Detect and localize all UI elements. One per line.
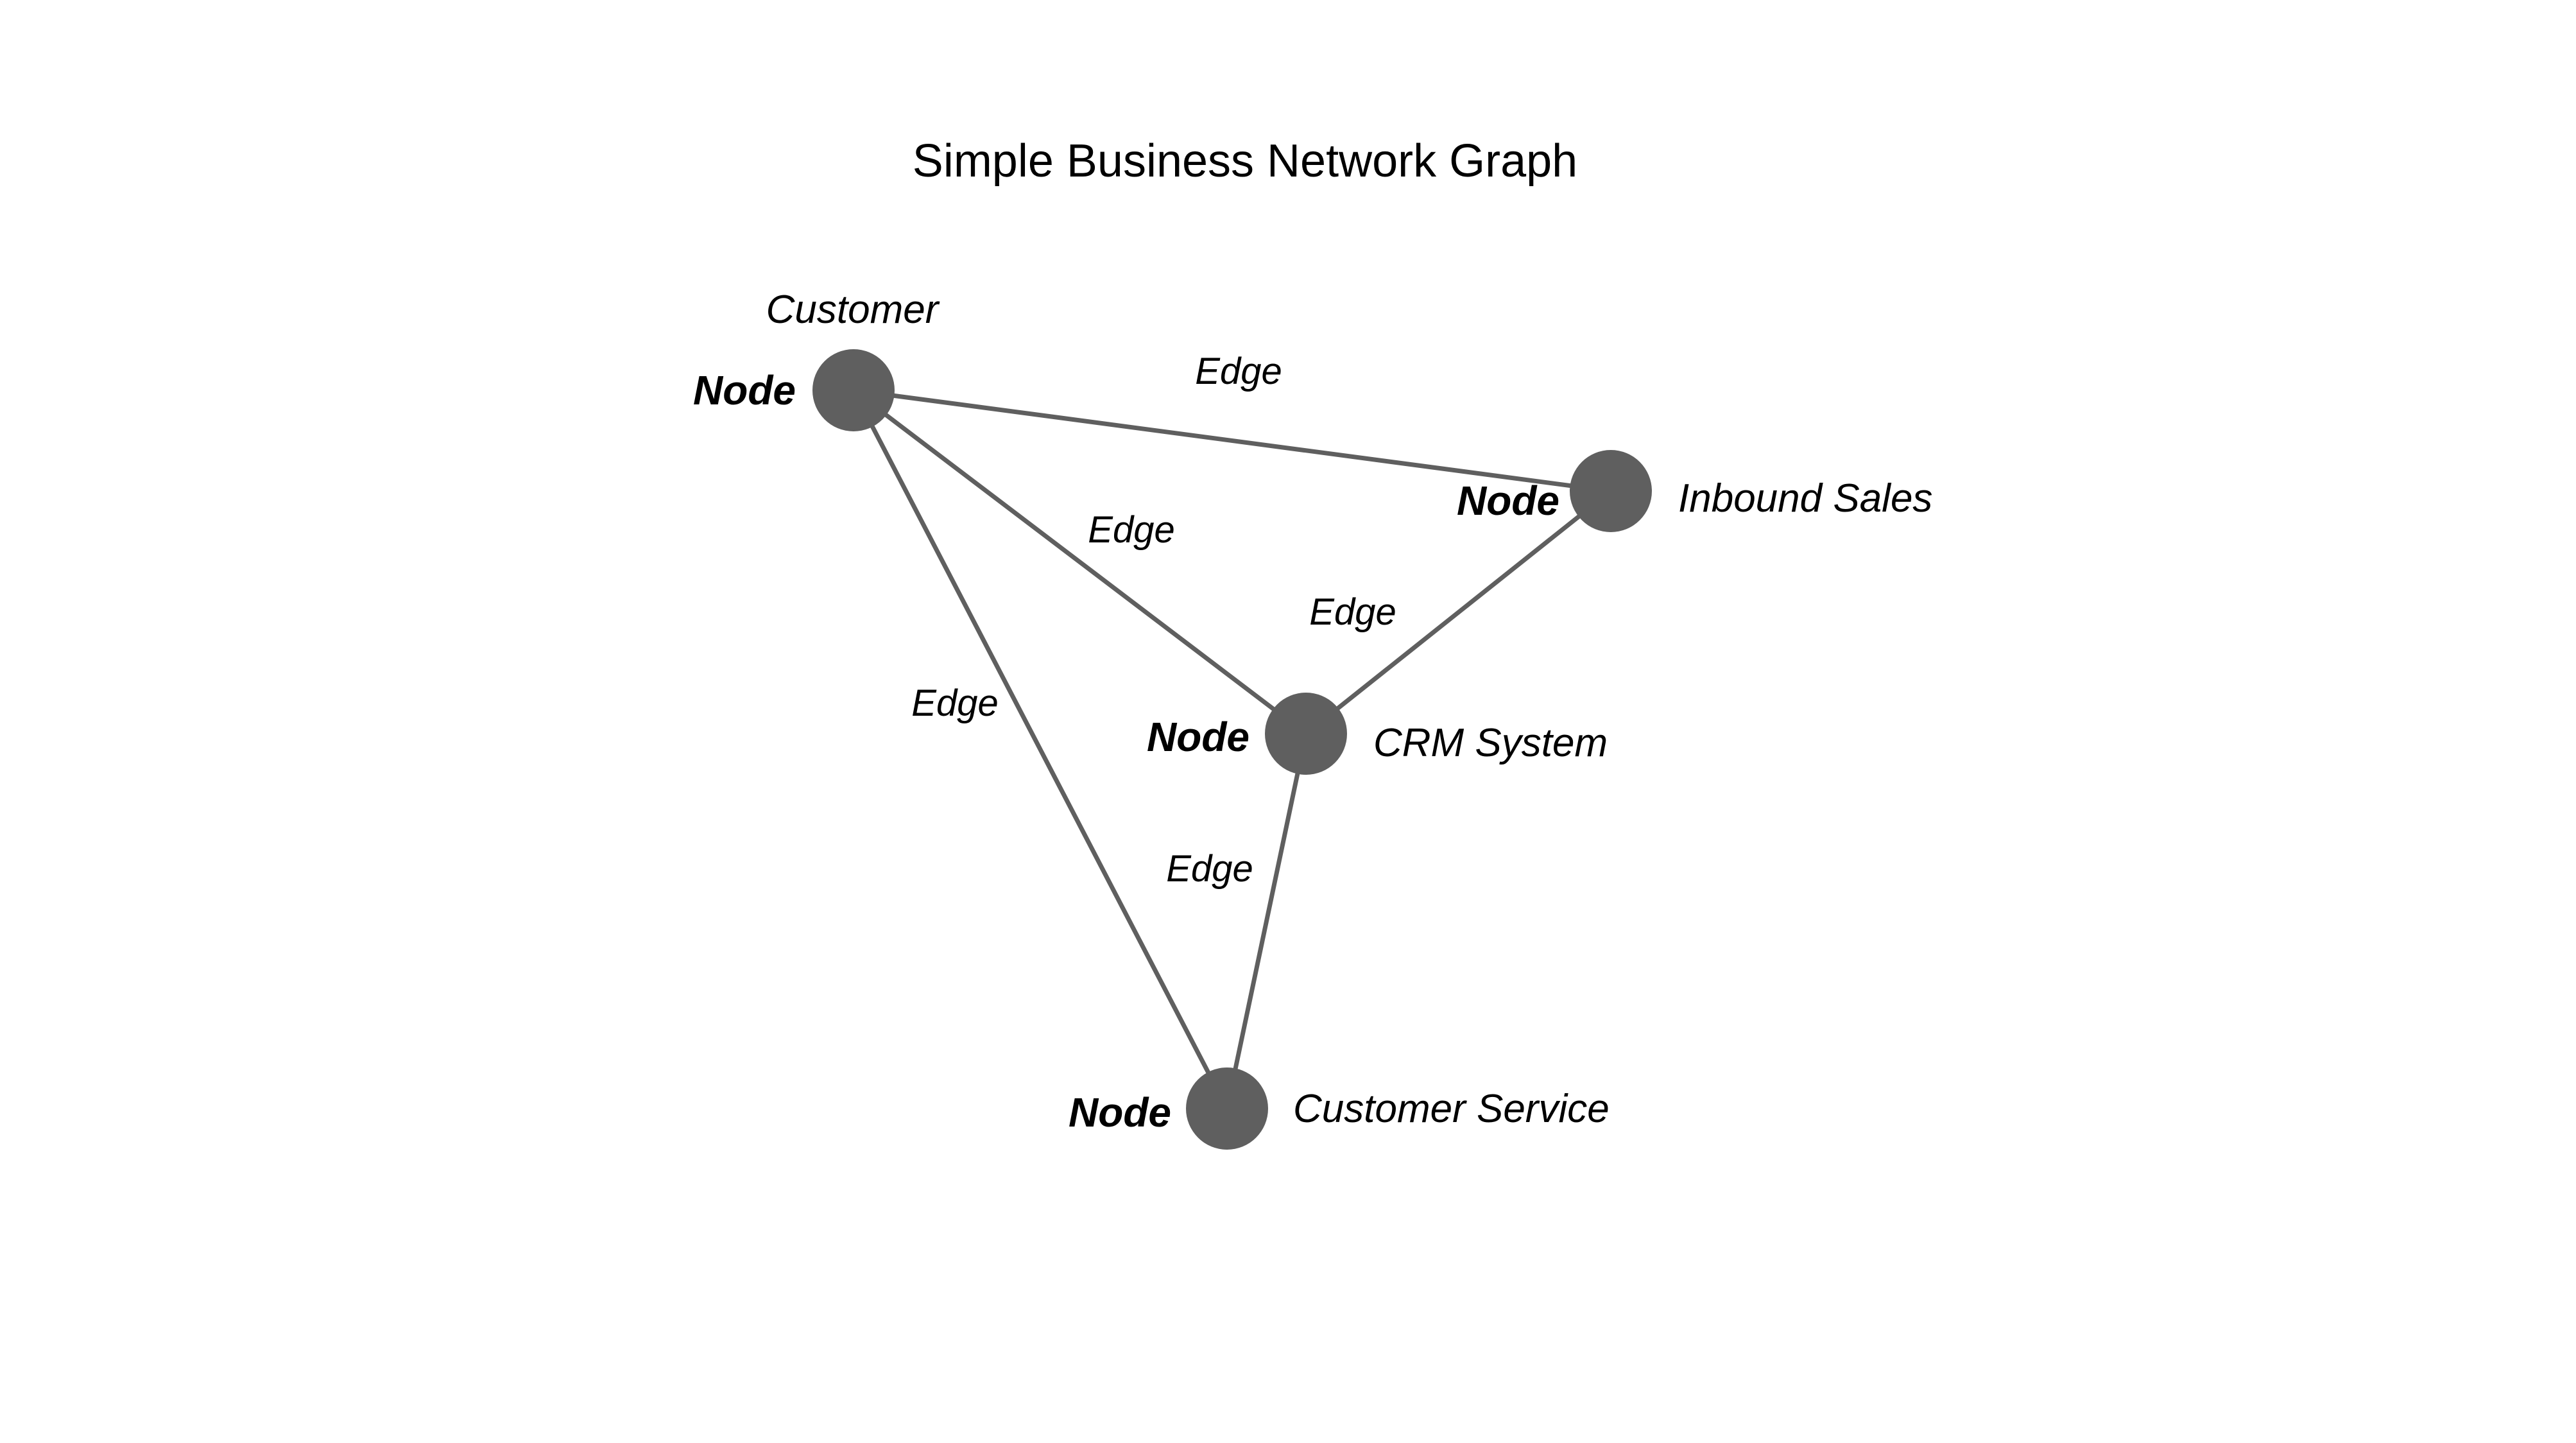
- edge-crm-system-customer-service: [1224, 731, 1309, 1111]
- labels-layer: Customer Inbound Sales CRM System Custom…: [693, 288, 1932, 1136]
- node-label-inbound-sales: Inbound Sales: [1678, 476, 1932, 521]
- edge-customer-inbound-sales: [851, 388, 1613, 494]
- edge-label-customer-crm-system: Edge: [1088, 509, 1174, 551]
- edge-label-inbound-sales-crm-system: Edge: [1309, 591, 1396, 633]
- node-tag-customer-service: Node: [1069, 1089, 1171, 1136]
- nodes-layer: [812, 349, 1652, 1150]
- node-inbound-sales[interactable]: [1570, 450, 1652, 532]
- node-crm-system[interactable]: [1265, 693, 1347, 775]
- edge-label-customer-customer-service: Edge: [911, 682, 998, 724]
- edge-label-customer-inbound-sales: Edge: [1195, 350, 1282, 392]
- node-tag-inbound-sales: Node: [1457, 478, 1559, 524]
- node-label-customer-service: Customer Service: [1293, 1087, 1610, 1131]
- edge-inbound-sales-crm-system: [1303, 488, 1613, 736]
- node-customer[interactable]: [812, 349, 895, 431]
- node-customer-service[interactable]: [1186, 1067, 1268, 1150]
- edge-customer-crm-system: [851, 388, 1309, 736]
- node-tag-crm-system: Node: [1147, 714, 1249, 760]
- edge-label-crm-system-customer-service: Edge: [1166, 848, 1253, 890]
- node-label-crm-system: CRM System: [1373, 721, 1608, 765]
- node-tag-customer: Node: [693, 367, 796, 413]
- edge-customer-customer-service: [851, 388, 1230, 1111]
- node-label-customer: Customer: [766, 288, 940, 332]
- diagram-title: Simple Business Network Graph: [913, 135, 1577, 187]
- edges-layer: [851, 388, 1613, 1111]
